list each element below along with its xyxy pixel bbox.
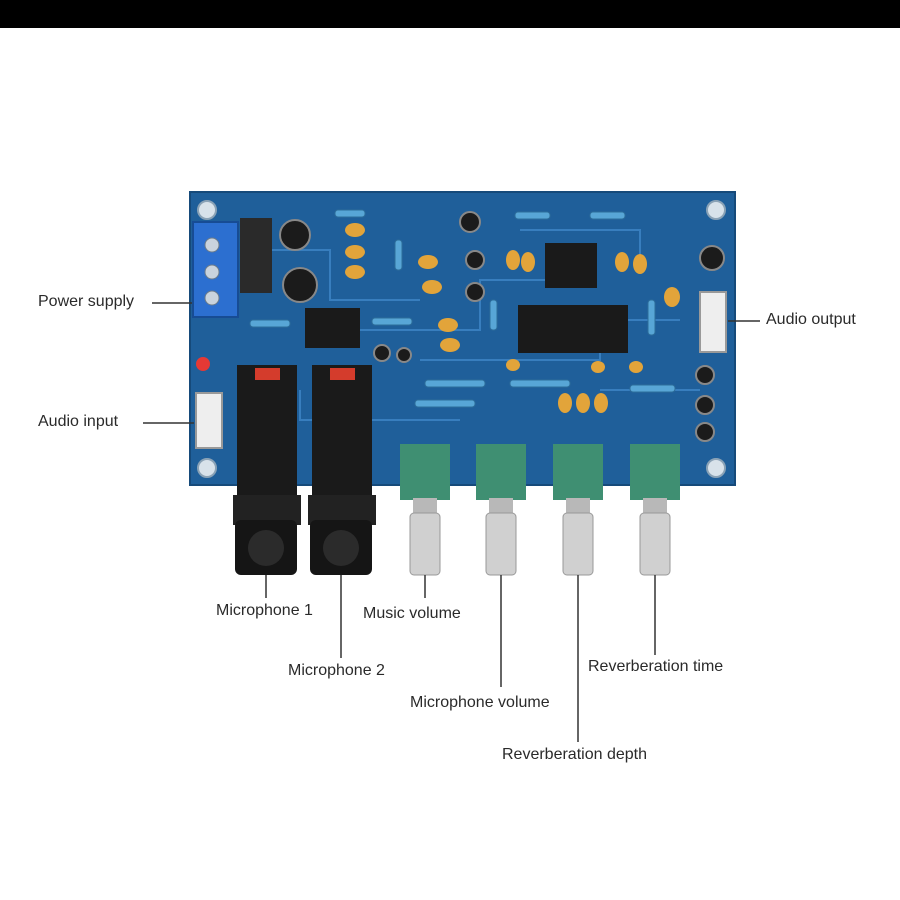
label-music-volume: Music volume xyxy=(363,605,461,622)
mounting-holes xyxy=(197,200,726,478)
pot-reverberation-depth xyxy=(553,444,603,576)
microphone-jack-2 xyxy=(308,365,376,575)
label-microphone-2: Microphone 2 xyxy=(288,662,385,679)
regulator xyxy=(240,218,272,293)
ic-chips xyxy=(305,243,628,353)
potentiometers xyxy=(400,444,680,576)
ceramic-capacitors xyxy=(345,223,680,413)
label-audio-output: Audio output xyxy=(766,311,856,328)
led xyxy=(196,357,210,371)
leader-lines xyxy=(143,302,760,742)
label-microphone-1: Microphone 1 xyxy=(216,602,313,619)
label-microphone-volume: Microphone volume xyxy=(410,694,550,711)
label-audio-input: Audio input xyxy=(38,413,119,430)
capacitors xyxy=(279,211,725,442)
audio-input-connector xyxy=(195,392,223,449)
pot-reverberation-time xyxy=(630,444,680,576)
label-reverberation-time: Reverberation time xyxy=(588,658,724,675)
top-black-bar xyxy=(0,0,900,28)
label-reverberation-depth: Reverberation depth xyxy=(502,746,647,763)
label-power-supply: Power supply xyxy=(38,293,135,310)
audio-output-connector xyxy=(699,291,727,353)
resistors xyxy=(249,209,676,408)
pot-music-volume xyxy=(400,444,450,576)
microphone-jack-1 xyxy=(233,365,301,575)
pot-microphone-volume xyxy=(476,444,526,576)
